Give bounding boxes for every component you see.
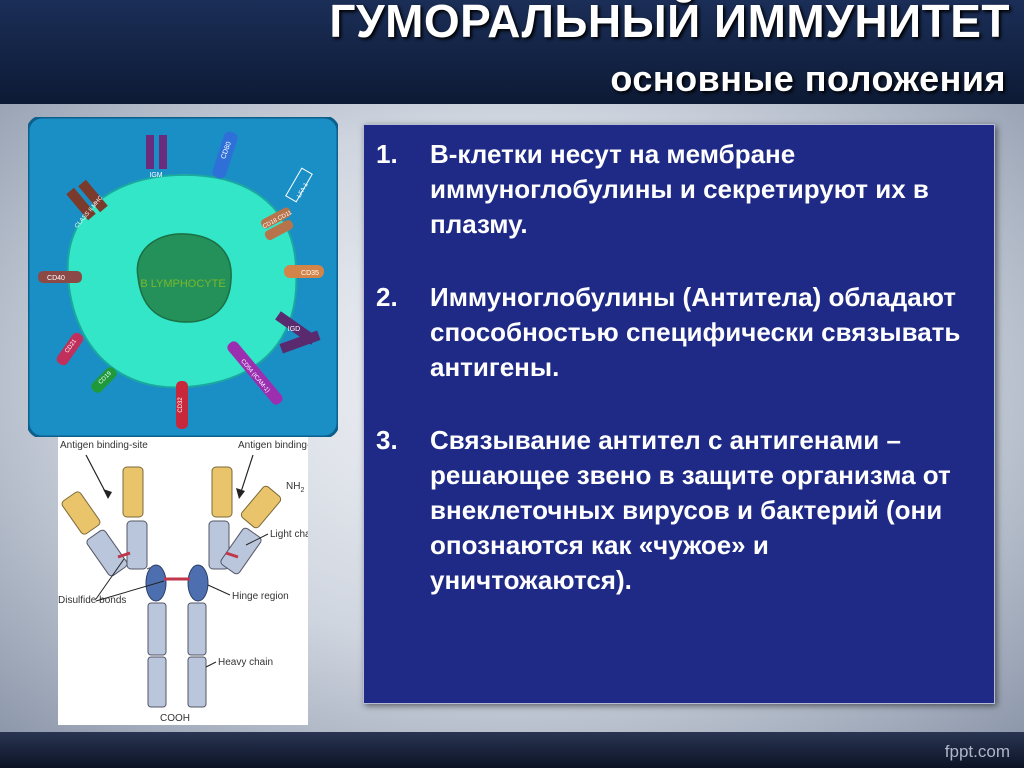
heavy-chain-ch3-left — [147, 656, 167, 708]
slide-title: ГУМОРАЛЬНЫЙ ИММУНИТЕТ — [329, 0, 1010, 47]
heavy-chain-label: Heavy chain — [218, 657, 273, 668]
cooh-label: COOH — [160, 713, 190, 724]
b-lymphocyte-illustration: B LYMPHOCYTE IGM CD80 CLASS II MHC LFA-1… — [26, 115, 340, 439]
antigen-binding-site-left-label: Antigen binding-site — [60, 440, 148, 451]
key-point-1: 1. В-клетки несут на мембране иммуноглоб… — [376, 137, 972, 242]
heavy-chain-ch2-left — [147, 602, 167, 656]
light-chain-variable-left — [61, 491, 101, 535]
light-chain-leader — [245, 533, 269, 546]
heavy-chain-ch3-right — [187, 656, 207, 708]
key-point-3: 3. Связывание антител с антигенами – реш… — [376, 423, 972, 598]
receptor-label: IGM — [149, 172, 162, 179]
slide-subtitle: основные положения — [610, 58, 1006, 99]
cell-label: B LYMPHOCYTE — [140, 278, 225, 290]
heavy-chain-leader — [205, 661, 217, 668]
disulfide-bond-left — [117, 551, 131, 559]
receptor-label: CD32 — [178, 397, 184, 413]
receptor-cd19: CD19 — [91, 367, 117, 393]
heavy-chain-variable-right — [211, 466, 233, 518]
slide-header: ГУМОРАЛЬНЫЙ ИММУНИТЕТ основные положения — [0, 0, 1024, 104]
nh2-label: NH2 — [286, 481, 304, 494]
heavy-chain-ch2-right — [187, 602, 207, 656]
key-points-panel: 1. В-клетки несут на мембране иммуноглоб… — [363, 124, 995, 704]
receptor-label: CD40 — [47, 275, 65, 282]
hinge-leader — [207, 584, 231, 596]
receptor-cd80: CD80 — [212, 131, 238, 179]
heavy-chain-variable-left — [122, 466, 144, 518]
receptor-igm: IGM — [146, 135, 167, 179]
receptor-label: CD35 — [301, 270, 319, 277]
key-point-2: 2. Иммуноглобулины (Антитела) обладают с… — [376, 280, 972, 385]
key-point-number: 3. — [376, 425, 398, 455]
disulfide-bonds-label: Disulfide bonds — [58, 595, 126, 606]
antibody-structure-diagram: Antigen binding-site Antigen binding-sit… — [58, 437, 326, 725]
key-point-number: 1. — [376, 139, 398, 169]
light-chain-variable-right — [240, 485, 282, 529]
receptor-cd32: CD32 — [176, 381, 188, 429]
cell-nucleus — [136, 233, 232, 323]
key-point-text: Связывание антител с антигенами – решающ… — [430, 425, 951, 595]
hinge-region-label: Hinge region — [232, 591, 289, 602]
key-points-list: 1. В-клетки несут на мембране иммуноглоб… — [376, 137, 972, 598]
antibody-svg: Antigen binding-site Antigen binding-sit… — [58, 440, 326, 724]
receptor-cd35: CD35 — [284, 265, 324, 278]
light-chain-constant-left — [86, 529, 128, 577]
light-chain-label: Light chain — [270, 529, 308, 540]
brand-watermark: fppt.com — [944, 742, 1010, 761]
disulfide-leader-2 — [95, 580, 165, 602]
disulfide-leader-1 — [95, 558, 125, 600]
key-point-number: 2. — [376, 282, 398, 312]
antigen-binding-site-right-label: Antigen binding-site — [238, 440, 308, 451]
b-lymphocyte-svg: B LYMPHOCYTE IGM CD80 CLASS II MHC LFA-1… — [26, 115, 340, 439]
slide-footer: fppt.com — [0, 732, 1024, 768]
disulfide-bond-right — [225, 551, 239, 559]
receptor-igd: IGD — [275, 311, 321, 354]
key-point-text: В-клетки несут на мембране иммуноглобули… — [430, 139, 929, 239]
light-chain-constant-right — [220, 527, 262, 575]
arrow-right — [239, 454, 254, 496]
receptor-cd21: CD21 — [56, 332, 84, 366]
key-point-text: Иммуноглобулины (Антитела) обладают спос… — [430, 282, 961, 382]
receptor-cd40: CD40 — [38, 271, 82, 283]
heavy-chain-ch1-left — [126, 520, 148, 570]
hinge-domain-right — [187, 564, 209, 602]
receptor-label: IGD — [288, 326, 300, 333]
